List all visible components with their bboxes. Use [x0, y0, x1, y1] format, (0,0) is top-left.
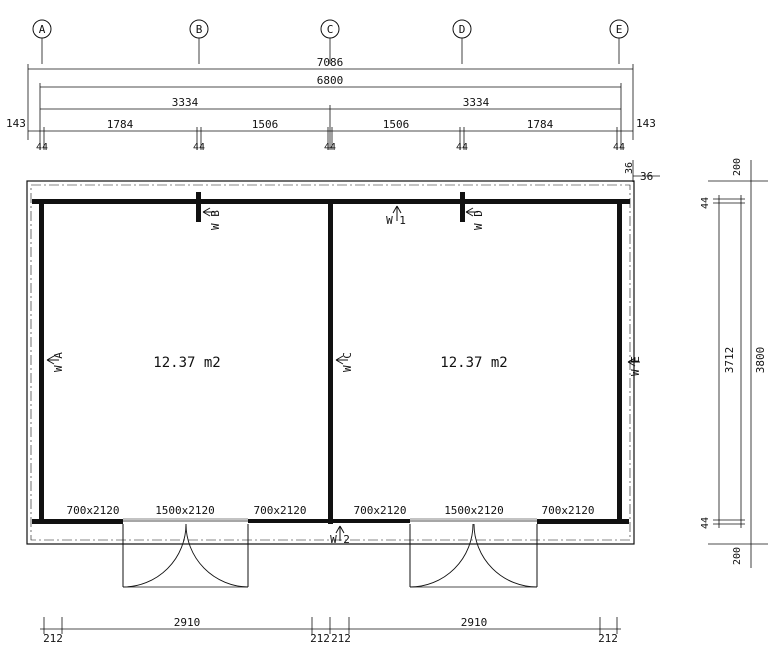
- dimension-wall-thickness: 44: [324, 142, 336, 153]
- opening-labels: 700x2120 1500x2120 700x2120 700x2120 150…: [67, 504, 595, 517]
- bottom-dimension-chain: 212 2910 212 212 2910 212: [40, 616, 621, 645]
- room-area-left: 12.37 m2: [153, 355, 220, 371]
- wall-tags: W B W 1 W D W A W C W E W 2: [46, 205, 642, 546]
- wall-tag-c: W C: [335, 352, 354, 372]
- wall-tag-label: W D: [472, 210, 485, 230]
- wall-bottom-segment: [32, 519, 123, 524]
- dimension-wall-thickness: 44: [613, 142, 625, 153]
- dimension-bottom-segment: 212: [598, 632, 618, 645]
- top-dimension-chain: 7086 6800 3334 3334 1784 1506 1506 1784 …: [6, 56, 656, 153]
- walls: [32, 192, 630, 524]
- dimension-bottom-segment: 212: [310, 632, 330, 645]
- dimension-right-inner: 3712: [723, 347, 736, 374]
- grid-axis-d: D: [452, 19, 472, 64]
- grid-axis-label: B: [196, 23, 203, 36]
- door-right: [409, 523, 538, 588]
- wall-stub-d: [460, 192, 465, 222]
- grid-axis-a: A: [32, 19, 52, 64]
- grid-axis-b: B: [189, 19, 209, 64]
- dimension-bottom-segment: 212: [331, 632, 351, 645]
- room-area-right: 12.37 m2: [440, 355, 507, 371]
- wall-tag-2: W 2: [330, 525, 350, 546]
- opening-label: 700x2120: [354, 504, 407, 517]
- wall-tag-d: W D: [465, 207, 485, 230]
- dimension-wall-thickness: 44: [36, 142, 48, 153]
- dimension-right-mid: 3800: [754, 347, 767, 374]
- wall-tag-b: W B: [202, 207, 222, 230]
- wall-tag-label: W E: [629, 356, 642, 376]
- dimension-right-bottom-overhang: 200: [732, 547, 743, 565]
- wall-tag-label: W B: [209, 210, 222, 230]
- grid-axes: A B C D E: [32, 19, 629, 64]
- corner-dimension: 36 36: [624, 160, 660, 183]
- grid-axis-label: D: [459, 23, 466, 36]
- dimension-bottom-segment: 212: [43, 632, 63, 645]
- wall-tag-label: W C: [341, 352, 354, 372]
- dimension-overhang-right: 143: [636, 117, 656, 130]
- dimension-segment-1: 1784: [107, 118, 134, 131]
- dimension-right-bottom-wall: 44: [700, 517, 711, 529]
- dimension-segment-2: 1506: [252, 118, 279, 131]
- wall-stub-b: [196, 192, 201, 222]
- wall-left: [39, 199, 44, 524]
- corner-dimension-vertical: 36: [624, 162, 635, 174]
- grid-axis-c: C: [320, 19, 340, 64]
- wall-tag-a: W A: [46, 352, 65, 372]
- dimension-segment-3: 1506: [383, 118, 410, 131]
- opening-label: 1500x2120: [155, 504, 215, 517]
- dimension-bottom-segment: 2910: [461, 616, 488, 629]
- dimension-overall-inner: 6800: [317, 74, 344, 87]
- grid-axis-label: C: [327, 23, 334, 36]
- dimension-overall-outer: 7086: [317, 56, 344, 69]
- dimension-half-left: 3334: [172, 96, 199, 109]
- dimension-wall-thickness: 44: [456, 142, 468, 153]
- grid-axis-label: A: [39, 23, 46, 36]
- dimension-right-top-wall: 44: [700, 197, 711, 209]
- dimension-bottom-segment: 2910: [174, 616, 201, 629]
- wall-tag-label: W 1: [386, 214, 406, 227]
- wall-bottom-segment: [537, 519, 629, 524]
- wall-tag-label: W 2: [330, 533, 350, 546]
- opening-label: 1500x2120: [444, 504, 504, 517]
- wall-tag-label: W A: [52, 352, 65, 372]
- opening-label: 700x2120: [254, 504, 307, 517]
- grid-axis-e: E: [609, 19, 629, 64]
- dimension-right-top-overhang: 200: [732, 158, 743, 176]
- corner-dimension-horizontal: 36: [640, 170, 653, 183]
- door-left: [122, 523, 249, 588]
- opening-label: 700x2120: [67, 504, 120, 517]
- wall-middle: [328, 199, 333, 524]
- dimension-segment-4: 1784: [527, 118, 554, 131]
- dimension-overhang-left: 143: [6, 117, 26, 130]
- wall-tag-1: W 1: [386, 205, 406, 227]
- dimension-half-right: 3334: [463, 96, 490, 109]
- wall-tag-e: W E: [627, 356, 642, 376]
- right-dimension-chain: 200 44 3712 3800 44 200: [700, 158, 768, 568]
- opening-label: 700x2120: [542, 504, 595, 517]
- grid-axis-label: E: [616, 23, 623, 36]
- wall-right: [617, 199, 622, 524]
- dimension-wall-thickness: 44: [193, 142, 205, 153]
